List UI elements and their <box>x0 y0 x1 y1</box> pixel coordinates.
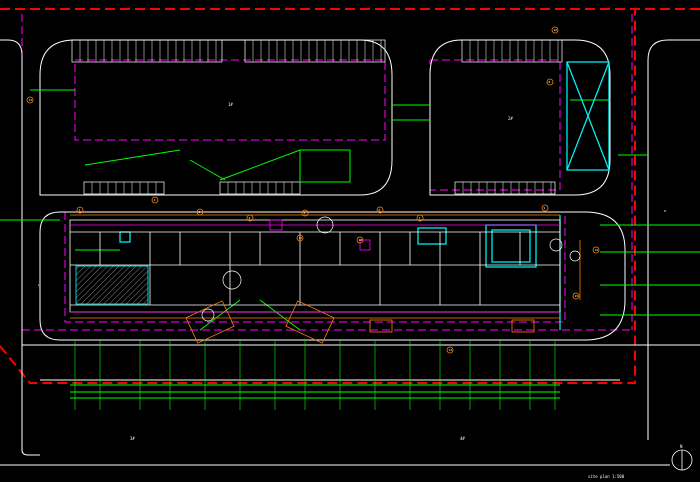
grid-tag-label: 6 <box>379 208 381 212</box>
grid-tag-circle <box>301 209 309 217</box>
lot-label-1: 1# <box>228 102 233 107</box>
grid-tag-label: 14 <box>595 248 599 252</box>
grid-tag-circle <box>26 96 34 104</box>
grid-tag-label: 1 <box>79 208 81 212</box>
grid-tag-circle <box>296 234 304 242</box>
grid-tag-circle <box>446 346 454 354</box>
grid-tag-circle <box>196 208 204 216</box>
trees <box>201 216 581 322</box>
lot-hint-right: R <box>664 209 666 213</box>
grid-tag-circle <box>546 78 554 86</box>
grid-tag-label: 11 <box>299 236 303 240</box>
grid-tag-circle <box>246 214 254 222</box>
grid-tag-circle <box>151 196 159 204</box>
grid-tag-label: 5 <box>304 211 306 215</box>
grid-tag-circle <box>376 206 384 214</box>
grid-tag-label: 3 <box>199 210 201 214</box>
grid-tag-label: 13 <box>29 98 33 102</box>
grid-tag-label: 9 <box>544 206 546 210</box>
site-boundary <box>0 8 700 384</box>
north-arrow-label: N <box>680 444 683 449</box>
lot-hint-left: L <box>38 283 40 287</box>
lot-label-4: 4# <box>460 436 465 441</box>
grid-tag-label: 8 <box>549 80 551 84</box>
building-details <box>70 214 581 344</box>
grid-tag-circle <box>592 246 600 254</box>
grid-tag-label: 10 <box>359 238 363 242</box>
grid-tag-label: 12 <box>449 348 453 352</box>
grid-tag-label: 16 <box>554 28 558 32</box>
road-outlines <box>0 39 700 466</box>
grid-tag-circle <box>356 236 364 244</box>
building-plan <box>69 219 561 313</box>
grid-tag-circle <box>416 214 424 222</box>
grid-tag-circle <box>551 26 559 34</box>
grid-tag-label: 2 <box>154 198 156 202</box>
building-magenta <box>70 219 560 313</box>
grid-tag-label: 15 <box>575 294 579 298</box>
lot-label-2: 2# <box>508 116 513 121</box>
dimension-ticks <box>74 340 556 410</box>
hatched-room <box>75 265 149 305</box>
grid-tag-label: 7 <box>419 216 421 220</box>
north-arrow-icon: N <box>671 444 693 471</box>
lot-label-3: 3# <box>130 436 135 441</box>
grid-tag-circle <box>572 292 580 300</box>
drawing-title: site plan 1:500 <box>588 474 625 479</box>
grid-tag-circle <box>76 206 84 214</box>
grid-tag-label: 4 <box>249 216 251 220</box>
parking-stall-ticks <box>79 40 559 194</box>
grid-tag-circle <box>541 204 549 212</box>
